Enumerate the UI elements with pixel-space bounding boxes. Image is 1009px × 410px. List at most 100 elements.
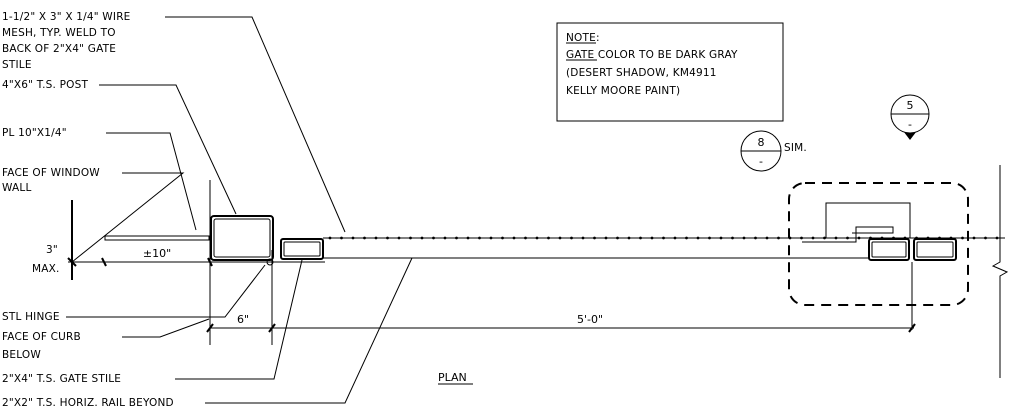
dimension-bottom: 6" 5'-0" [206,250,916,345]
dimension-top: ±10" [67,247,325,267]
stl-hinge-leader [66,264,266,318]
plate-leader [106,132,197,231]
mesh-weld-dot [823,236,826,240]
mesh-weld-dot [340,236,343,240]
wire-mesh-line-3: BACK OF 2"X4" GATE [2,43,116,55]
window-wall-leader [71,172,185,263]
detail-ref-8-suffix: SIM. [784,142,807,154]
plate-label: PL 10"X1/4" [2,127,67,139]
dim-six-inch: 6" [237,313,249,326]
gate-stile-left-inner [283,241,321,257]
mesh-weld-dot [489,236,493,240]
mesh-weld-dot [351,236,355,240]
dim-tick-b-272 [268,323,276,333]
mesh-weld-dot [696,236,700,240]
note-border [556,22,784,122]
detail-ref-8[interactable]: 8 - SIM. [740,130,807,172]
mesh-weld-dot [478,236,481,240]
ts-post-callout: 4"X6" T.S. POST [2,79,237,215]
detail-boundary [788,182,969,306]
mesh-weld-dot [639,236,642,240]
three-max-line-1: 3" [46,244,58,256]
mesh-weld-dot [834,236,838,240]
mesh-weld-dot [455,236,458,240]
mesh-weld-dot [397,236,401,240]
mesh-weld-dot [765,236,769,240]
mesh-weld-dot [535,236,539,240]
window-wall-callout: FACE OF WINDOW WALL [2,167,185,263]
wire-mesh-line-2: MESH, TYP. WELD TO [2,27,116,39]
plan-title-text: PLAN [438,371,467,384]
three-max-line-2: MAX. [32,263,60,275]
dim-tick-b-912 [908,323,916,333]
mesh-weld-dot [558,236,562,240]
mesh-weld-dot [673,236,677,240]
note-line-1: GATE COLOR TO BE DARK GRAY [566,49,738,61]
horiz-rail-leader [205,257,413,404]
detail-ref-5-sheet: - [908,118,912,131]
curb-line-1: FACE OF CURB [2,331,81,343]
break-mark [991,258,1009,280]
ts-post-label: 4"X6" T.S. POST [2,79,88,91]
dim-tick-72 [67,257,77,267]
latch-plate [825,202,911,239]
mesh-weld-dot [524,236,527,240]
note-line-2: (DESERT SHADOW, KM4911 [566,67,717,79]
wire-mesh-line-4: STILE [2,59,32,71]
mesh-weld-dot [995,236,999,240]
mesh-weld-dot [880,236,884,240]
gate-stile-left [280,238,324,260]
mesh-weld-dot [616,236,619,240]
ts-post-leader [99,84,237,215]
mesh-weld-dot [708,236,711,240]
mesh-weld-dot [961,236,964,240]
mesh-weld-dot [328,236,332,240]
ts-post-inner [213,218,271,258]
dim-five-feet: 5'-0" [577,313,603,326]
plan-title: PLAN [438,371,473,385]
mesh-weld-dot [363,236,366,240]
mesh-weld-dot [432,236,435,240]
ts-post-right-inner [916,241,954,258]
curb-callout: FACE OF CURB BELOW [2,318,210,361]
mesh-weld-dot [800,236,803,240]
mesh-weld-dot [742,236,746,240]
window-wall-line-2: WALL [2,182,32,194]
note-line-3: KELLY MOORE PAINT) [566,85,680,97]
mesh-weld-dot [754,236,757,240]
mesh-weld-dot [466,236,470,240]
mesh-weld-dot [846,236,849,240]
mesh-weld-dot [811,236,815,240]
mesh-weld-dot [719,236,723,240]
latch-bracket [802,226,894,243]
mesh-weld-dot [570,236,573,240]
mesh-weld-dot [627,236,631,240]
gate-stile-leader [175,259,303,380]
mesh-weld-dot [685,236,688,240]
gate-stile-label: 2"X4" T.S. GATE STILE [2,373,121,385]
mesh-weld-dot [374,236,378,240]
dim-tick-102 [101,257,107,267]
detail-ref-5[interactable]: 5 - [890,94,930,140]
mesh-weld-dot [581,236,585,240]
mesh-weld-dot [777,236,780,240]
mesh-weld-dot [892,236,895,240]
mesh-weld-dot [547,236,550,240]
note-box: NOTE: GATE COLOR TO BE DARK GRAY (DESERT… [556,22,784,122]
note-heading: NOTE: [566,32,600,44]
mesh-weld-dot [938,236,941,240]
mesh-weld-dot [662,236,665,240]
plate-callout: PL 10"X1/4" [2,127,197,231]
window-wall-line-1: FACE OF WINDOW [2,167,100,179]
mesh-weld-dot [984,236,987,240]
mesh-weld-dot [903,236,907,240]
stl-hinge-label: STL HINGE [2,311,60,323]
mesh-weld-dot [604,236,608,240]
ts-post-right [913,238,957,261]
gate-stile-right-inner [871,241,907,258]
curb-line-2: BELOW [2,349,41,361]
detail-ref-8-number: 8 [758,136,765,149]
dim-tick-b-210 [206,323,214,333]
mesh-weld-dot [443,236,447,240]
